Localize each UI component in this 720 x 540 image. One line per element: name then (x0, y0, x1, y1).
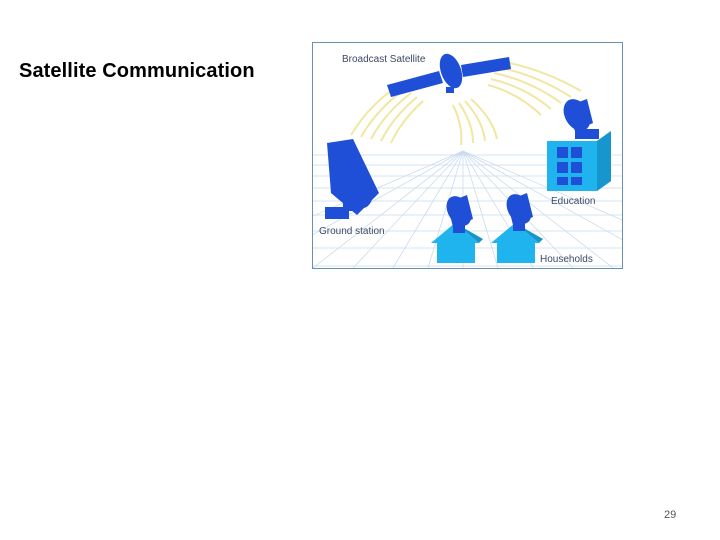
page-number: 29 (664, 509, 676, 521)
satellite-diagram: Broadcast Satellite Education Ground sta… (312, 42, 623, 269)
households-label: Households (540, 254, 593, 265)
ground-station-label: Ground station (319, 226, 385, 237)
slide-title: Satellite Communication (19, 60, 255, 83)
education-label: Education (551, 196, 595, 207)
satellite-label: Broadcast Satellite (342, 54, 426, 65)
